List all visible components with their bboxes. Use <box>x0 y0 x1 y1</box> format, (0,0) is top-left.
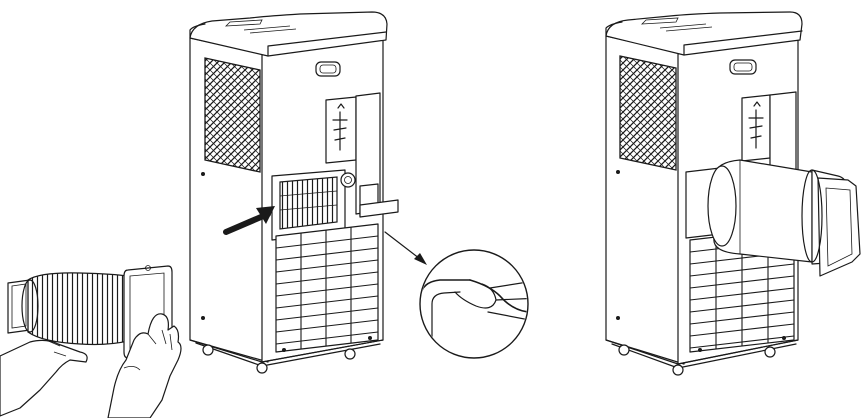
hose-window-adapter <box>7 279 31 334</box>
right-unit-handle <box>729 59 757 75</box>
left-unit <box>189 11 399 374</box>
right-wheel-3 <box>764 346 776 358</box>
left-lower-grille <box>275 223 379 353</box>
right-wheel-1 <box>618 344 630 356</box>
right-wheel-2 <box>672 364 684 376</box>
right-control-panel <box>640 17 679 25</box>
left-hook-bar <box>359 199 399 218</box>
exhaust-hose-in-hands <box>0 265 182 418</box>
left-wheel-1 <box>202 344 214 356</box>
left-hand <box>0 339 88 417</box>
left-wheel-2 <box>256 362 268 374</box>
right-side-air-filter <box>619 55 677 171</box>
insertion-arrow <box>223 206 275 235</box>
right-unit <box>605 11 861 376</box>
left-side-air-filter <box>204 57 261 173</box>
hose-body <box>27 272 133 346</box>
right-hose-end-cap <box>817 177 861 277</box>
left-control-panel <box>224 19 263 27</box>
right-hand <box>107 313 182 418</box>
left-drain-port <box>340 172 356 188</box>
left-power-plate <box>325 96 357 164</box>
left-wheel-3 <box>344 348 356 360</box>
hook-detail-callout <box>419 249 529 359</box>
